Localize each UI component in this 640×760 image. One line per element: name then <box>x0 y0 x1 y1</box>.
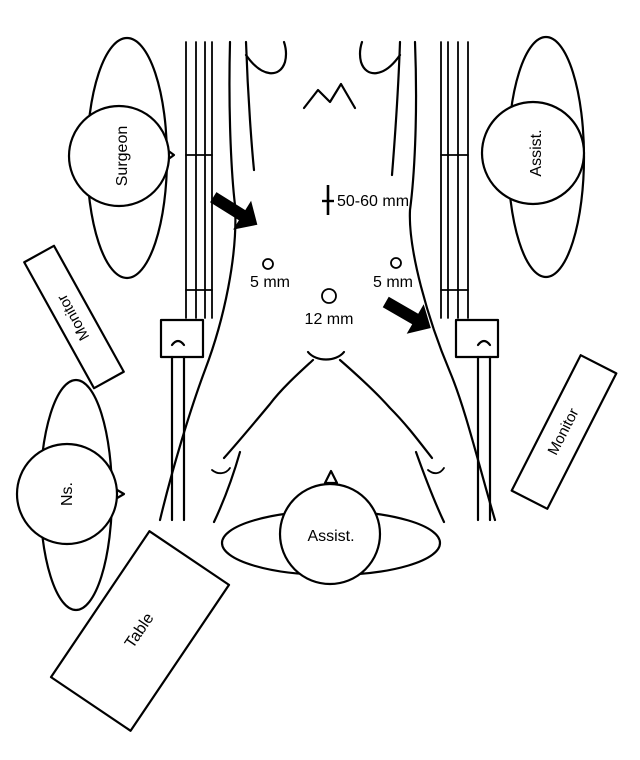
monitor-right: Monitor <box>510 354 618 510</box>
instrument-table: Table <box>49 530 231 732</box>
port-left-label: 5 mm <box>250 274 290 291</box>
nurse-label: Ns. <box>59 482 76 506</box>
port-umbilical-label: 12 mm <box>305 311 354 328</box>
arrow-left-icon <box>210 192 258 230</box>
surgeon-figure: Surgeon <box>67 36 176 280</box>
assistant-bottom-label: Assist. <box>307 528 354 545</box>
port-umbilical: 12 mm <box>305 288 354 328</box>
patient-body <box>158 40 497 524</box>
port-right-label: 5 mm <box>373 274 413 291</box>
port-left: 5 mm <box>250 258 290 291</box>
nurse-figure: Ns. <box>15 378 126 612</box>
surgeon-label: Surgeon <box>114 126 131 187</box>
assistant-right-label: Assist. <box>528 129 545 176</box>
table-rail-left <box>159 41 213 522</box>
incision-mark: 50-60 mm <box>322 185 409 215</box>
table-rail-right <box>440 41 500 522</box>
arrow-right-icon <box>382 296 431 334</box>
port-right: 5 mm <box>373 257 413 291</box>
assistant-bottom-figure: Assist. <box>220 469 442 586</box>
assistant-right-figure: Assist. <box>480 35 586 279</box>
incision-label: 50-60 mm <box>337 193 409 210</box>
